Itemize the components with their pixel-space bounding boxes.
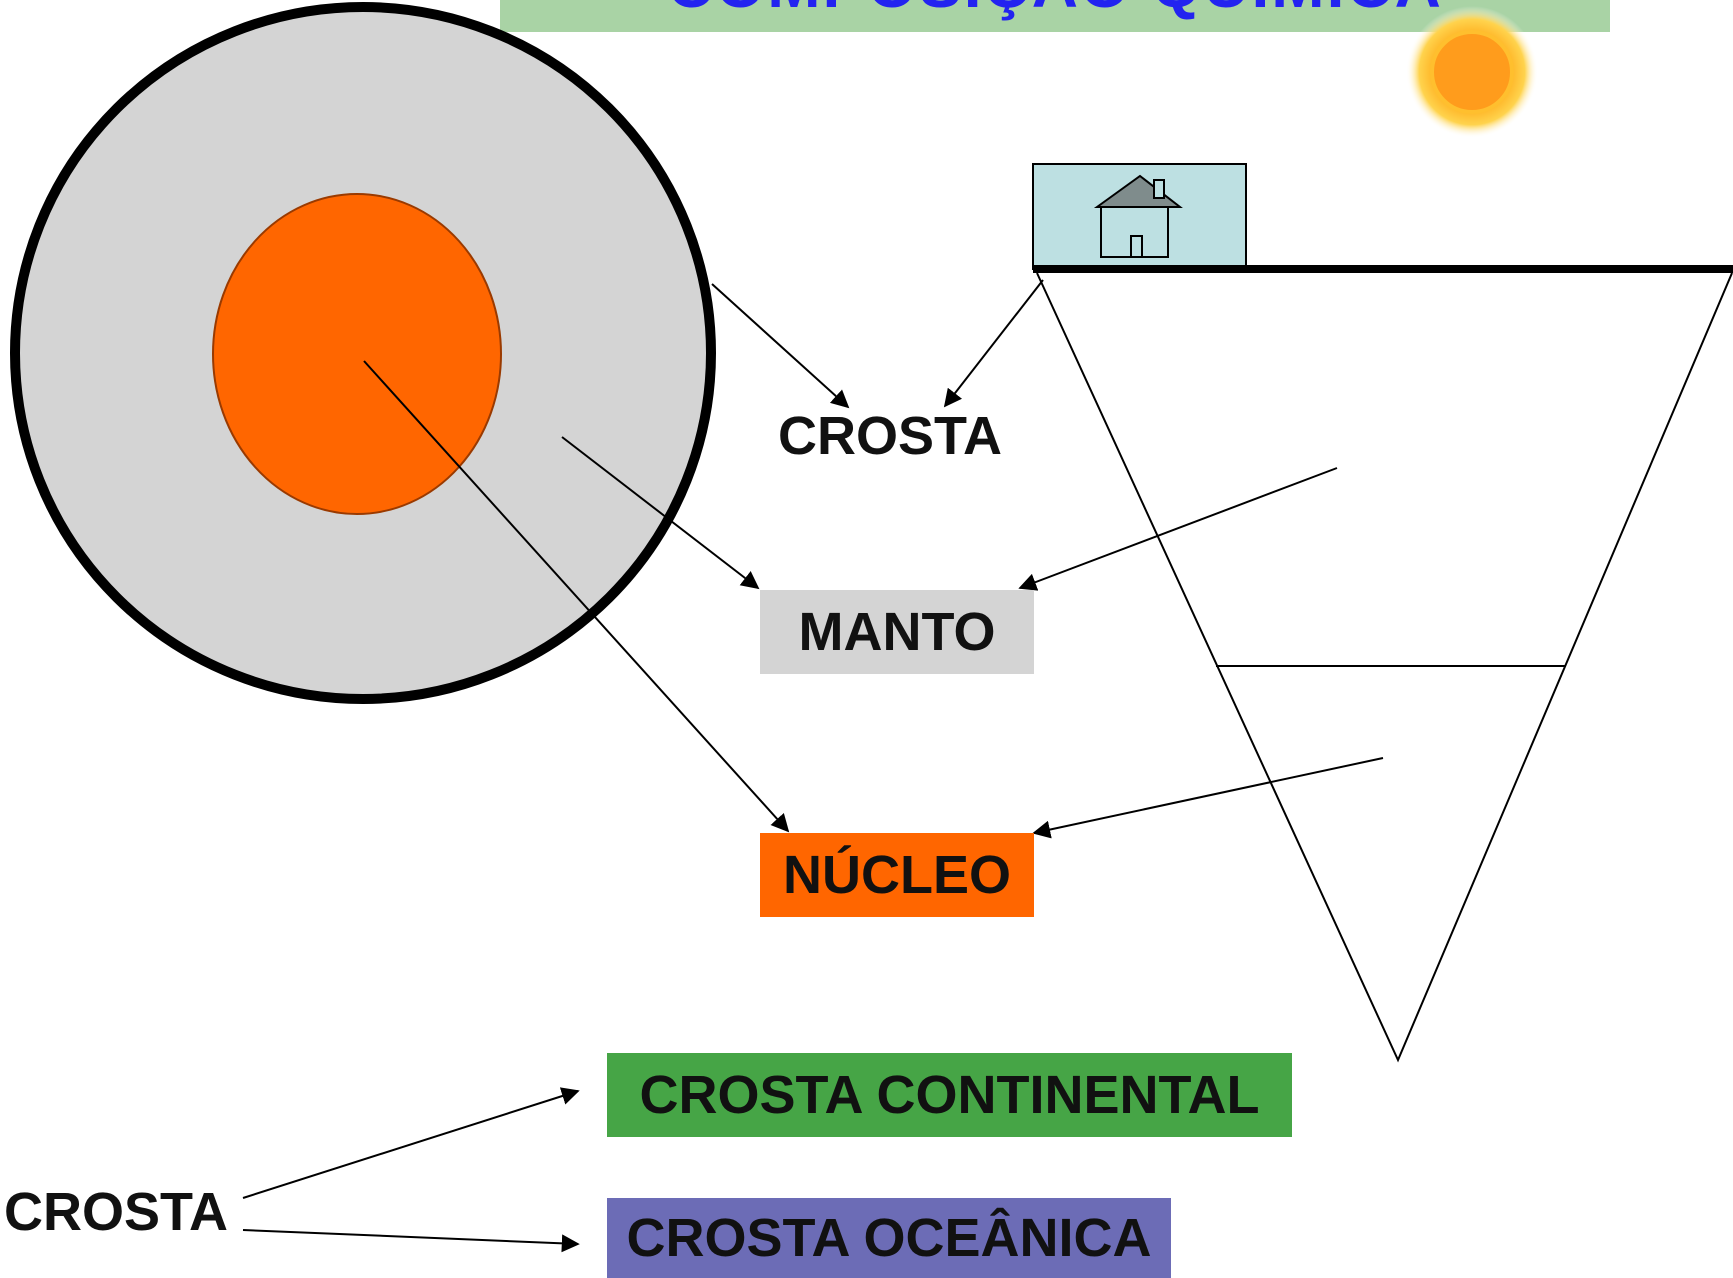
arrow-triangle-manto — [1018, 467, 1338, 591]
crosta-oceanica-label: CROSTA OCEÂNICA — [607, 1198, 1171, 1278]
arrow-triangle-nucleo — [1032, 757, 1384, 839]
house-icon — [1032, 163, 1247, 270]
sun-icon — [1406, 6, 1538, 138]
page-title: COMPOSIÇÃO QUÍMICA — [500, 0, 1610, 22]
arrow-crosta-oceanica — [242, 1229, 580, 1253]
depth-triangle — [1036, 272, 1733, 1063]
title-banner: COMPOSIÇÃO QUÍMICA — [500, 0, 1610, 32]
arrow-triangle-crosta — [943, 279, 1044, 408]
arrow-globe-crosta — [711, 283, 850, 409]
nucleo-label: NÚCLEO — [760, 833, 1034, 917]
earth-globe — [10, 2, 716, 704]
arrow-crosta-continental — [242, 1087, 580, 1199]
manto-label: MANTO — [760, 590, 1034, 674]
arrow-globe-nucleo — [363, 360, 790, 833]
crosta-left-label: CROSTA — [4, 1182, 228, 1242]
crosta-continental-label: CROSTA CONTINENTAL — [607, 1053, 1292, 1137]
arrow-globe-manto — [561, 436, 760, 590]
crosta-label: CROSTA — [778, 406, 1002, 466]
